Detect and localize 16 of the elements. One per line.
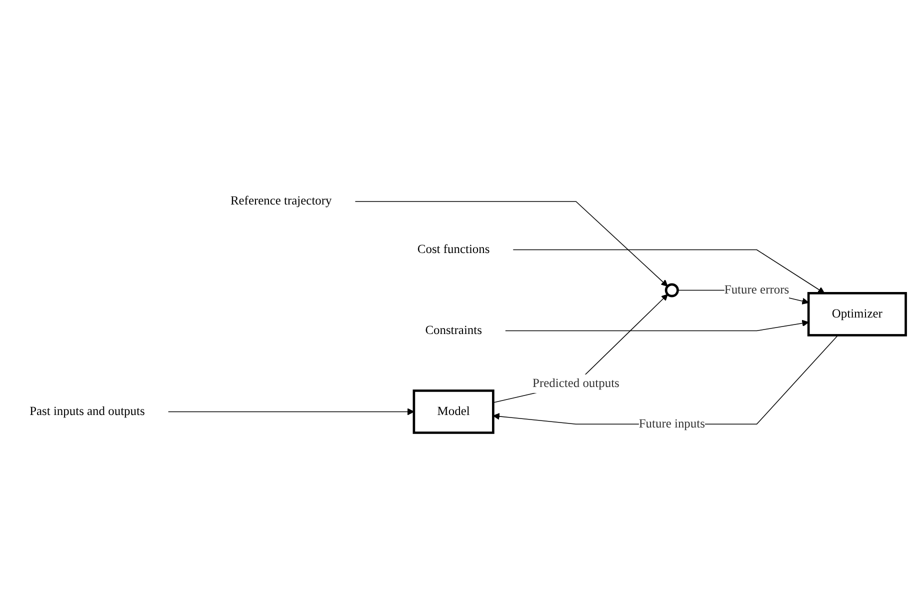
- edge-label: Predicted outputs: [532, 376, 620, 390]
- edge-label: Future errors: [724, 283, 790, 296]
- node-box: Optimizer: [807, 292, 907, 336]
- node-text: Past inputs and outputs: [30, 404, 145, 418]
- arrow: [354, 201, 668, 287]
- node-text: Constraints: [425, 324, 482, 337]
- node-circle: [664, 283, 679, 298]
- arrow: [504, 320, 809, 332]
- node-text: Cost functions: [417, 242, 490, 256]
- edge-label: Future inputs: [638, 417, 705, 430]
- arrow: [512, 249, 825, 294]
- arrow: [492, 334, 838, 425]
- arrow: [492, 294, 668, 404]
- arrow: [168, 408, 414, 416]
- node-box: Model: [412, 390, 494, 434]
- node-text: Reference trajectory: [230, 194, 332, 208]
